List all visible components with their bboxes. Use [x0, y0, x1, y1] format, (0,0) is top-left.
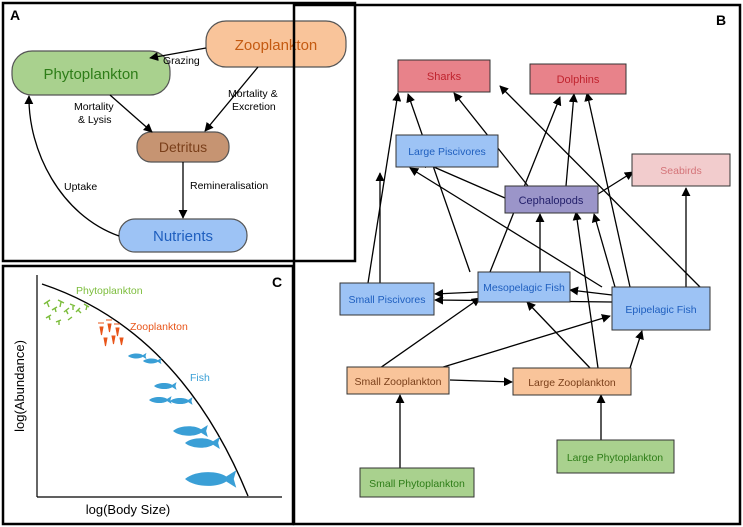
panel-a-frame: [1, 1, 357, 263]
fish-icons: [128, 352, 237, 488]
node-small-piscivores: Small Piscivores: [339, 282, 435, 316]
node-dolphins: Dolphins: [529, 63, 627, 95]
panel-b-label: B: [716, 12, 726, 28]
edge-grazing: [149, 47, 207, 62]
edge-largezoo-cephalopods: [572, 211, 599, 369]
node-nutrients: Nutrients: [118, 218, 248, 253]
node-large-phytoplankton-label: Large Phytoplankton: [567, 452, 663, 464]
panel-c-label: C: [272, 274, 282, 290]
edge-mesopelagic-sharks: [406, 93, 471, 273]
node-epipelagic-fish-label: Epipelagic Fish: [625, 304, 696, 316]
node-zooplankton: Zooplankton: [205, 20, 347, 68]
edge-mortality-lysis: [109, 94, 153, 133]
node-dolphins-label: Dolphins: [557, 74, 600, 86]
panel-c-ylabel: log(Abundance): [12, 340, 27, 432]
edge-uptake: [24, 95, 120, 237]
edge-smallzoo-epipelagic: [439, 314, 611, 369]
node-mesopelagic-fish: Mesopelagic Fish: [477, 271, 571, 303]
label-mortality-lysis-2: & Lysis: [78, 114, 111, 126]
node-phytoplankton-label: Phytoplankton: [43, 66, 138, 83]
node-sharks-label: Sharks: [427, 71, 462, 83]
label-mortality-excretion-1: Mortality &: [228, 88, 278, 100]
edge-mortality-excretion: [204, 66, 259, 132]
node-mesopelagic-fish-label: Mesopelagic Fish: [483, 282, 565, 294]
node-large-phytoplankton: Large Phytoplankton: [556, 439, 675, 474]
edge-cephalopods-dolphins: [565, 93, 578, 187]
node-seabirds-label: Seabirds: [660, 165, 701, 177]
edge-mesopelagic-dolphins: [489, 96, 562, 273]
edge-smallpisc-sharks: [367, 92, 402, 284]
edge-mesopelagic-smallpisc: [434, 289, 479, 299]
label-uptake: Uptake: [64, 181, 97, 193]
edge-epipelagic-dolphins: [584, 92, 631, 288]
node-large-zooplankton: Large Zooplankton: [512, 367, 632, 396]
group-label-phytoplankton: Phytoplankton: [76, 285, 143, 297]
node-sharks: Sharks: [397, 59, 491, 93]
node-small-zooplankton: Small Zooplankton: [346, 366, 450, 395]
node-large-zooplankton-label: Large Zooplankton: [528, 377, 616, 389]
panel-b-frame: [292, 3, 742, 526]
node-small-zooplankton-label: Small Zooplankton: [355, 376, 442, 388]
edge-smallzoo-largezoo: [449, 377, 513, 387]
label-mortality-lysis-1: Mortality: [74, 101, 114, 113]
group-label-zooplankton: Zooplankton: [130, 321, 188, 333]
edge-epipelagic-mesopelagic: [569, 286, 613, 296]
node-seabirds: Seabirds: [631, 153, 731, 187]
node-phytoplankton: Phytoplankton: [11, 50, 171, 96]
node-epipelagic-fish: Epipelagic Fish: [611, 286, 711, 331]
label-remineralisation: Remineralisation: [190, 180, 268, 192]
node-zooplankton-label: Zooplankton: [235, 37, 318, 54]
edge-largezoo-epipelagic: [629, 330, 644, 369]
edge-epipelagic-largepisc: [409, 167, 603, 288]
node-large-piscivores: Large Piscivores: [395, 134, 499, 168]
phytoplankton-icons: [43, 299, 90, 325]
edge-largezoo-mesopelagic: [526, 301, 591, 369]
panel-a-label: A: [10, 7, 20, 23]
node-cephalopods-label: Cephalopods: [519, 195, 584, 207]
node-nutrients-label: Nutrients: [153, 228, 213, 245]
node-small-piscivores-label: Small Piscivores: [348, 294, 425, 306]
label-mortality-excretion-2: Excretion: [232, 101, 276, 113]
edge-smallzoo-mesopelagic: [379, 297, 481, 369]
panel-c-xlabel: log(Body Size): [86, 502, 171, 517]
node-detritus-label: Detritus: [159, 139, 207, 155]
node-small-phytoplankton: Small Phytoplankton: [359, 467, 475, 498]
group-label-fish: Fish: [190, 372, 210, 384]
node-small-phytoplankton-label: Small Phytoplankton: [369, 478, 465, 490]
size-spectrum-curve: [41, 283, 249, 497]
edge-epipelagic-cephalopods: [591, 213, 616, 288]
edge-cephalopods-seabirds: [597, 171, 634, 195]
zooplankton-icons: [98, 319, 124, 347]
edge-epipelagic-sharks: [499, 85, 701, 288]
node-detritus: Detritus: [136, 131, 230, 163]
node-large-piscivores-label: Large Piscivores: [408, 146, 486, 158]
panel-c-frame: [1, 264, 295, 526]
node-cephalopods: Cephalopods: [504, 185, 599, 214]
label-grazing: Grazing: [163, 55, 200, 67]
